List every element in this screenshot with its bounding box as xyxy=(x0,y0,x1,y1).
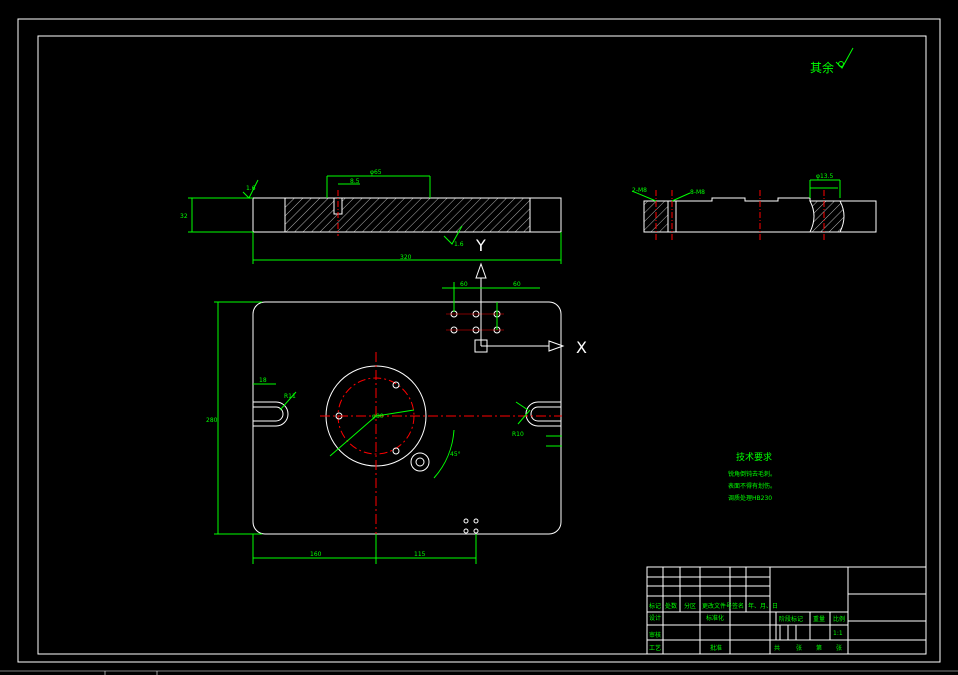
dim-width: φ65 xyxy=(370,169,382,176)
roughness-note-text: 其余 xyxy=(810,60,834,75)
tb-label-stage: 阶段标记 xyxy=(779,615,803,623)
outer-border xyxy=(17,18,941,663)
roughness-note: 其余 xyxy=(810,47,854,75)
side-label-right: φ13.5 xyxy=(816,173,834,180)
dim-slot: 8.5 xyxy=(350,178,360,185)
tb-footer-2: 第 xyxy=(816,644,822,652)
tech-line-1: 锐角倒钝去毛刺。 xyxy=(728,470,776,478)
arrow-right-icon xyxy=(548,340,565,352)
axis-y-label: Y xyxy=(475,236,486,255)
hole-group-top xyxy=(446,310,504,334)
tb-header-0: 标记 xyxy=(649,602,661,610)
tb-label-process: 工艺 xyxy=(649,644,661,652)
tb-header-3: 更改文件号 xyxy=(702,602,732,610)
front-roughness-left: 1.6 xyxy=(246,185,256,192)
front-view-hatch xyxy=(285,198,530,232)
tb-label-design: 设计 xyxy=(649,614,661,622)
dim-bottom-left: 160 xyxy=(310,551,322,558)
side-outline xyxy=(643,197,877,233)
tb-footer-3: 张 xyxy=(836,644,842,652)
tb-label-scale: 比例 xyxy=(833,615,845,623)
tb-header-5: 年、月、日 xyxy=(748,602,778,610)
dim-holes-top: 60 xyxy=(460,281,468,288)
tech-line-2: 表面不得有划伤。 xyxy=(728,482,776,490)
tech-line-3: 调质处理HB230 xyxy=(728,494,772,502)
dim-length: 320 xyxy=(400,254,412,261)
dim-holes-right: 60 xyxy=(513,281,521,288)
hole-group-bottom xyxy=(463,518,479,534)
dim-center-bore: φ80 xyxy=(372,413,384,420)
dim-left-slot: 18 xyxy=(259,377,267,384)
left-u-slot xyxy=(253,401,289,427)
side-label-mid: 8-M8 xyxy=(690,189,705,196)
tb-label-weight: 重量 xyxy=(813,615,825,623)
title-block-text: 标记 处数 分区 更改文件号 签名 年、月、日 设计 标准化 审核 工艺 批准 … xyxy=(649,602,845,652)
tb-header-1: 处数 xyxy=(665,602,677,610)
title-block xyxy=(646,566,927,655)
dim-bottom-right: 115 xyxy=(414,551,426,558)
side-label-left: 2-M8 xyxy=(632,187,647,194)
axis-x-label: X xyxy=(576,338,587,357)
dim-r-left: R11 xyxy=(284,393,296,400)
tb-header-2: 分区 xyxy=(684,602,696,610)
dim-angle: 45° xyxy=(450,451,461,458)
plan-outline xyxy=(252,301,562,535)
front-view: φ65 8.5 32 320 1.6 1.6 Y xyxy=(180,169,562,264)
dim-height: 32 xyxy=(180,213,188,220)
front-roughness: 1.6 xyxy=(454,241,464,248)
tech-title: 技术要求 xyxy=(736,451,772,463)
tech-requirements: 技术要求 锐角倒钝去毛刺。 表面不得有划伤。 调质处理HB230 xyxy=(728,451,776,502)
tb-label-approve: 批准 xyxy=(710,644,722,652)
tb-label-std: 标准化 xyxy=(706,614,724,622)
tb-header-4: 签名 xyxy=(732,602,744,610)
tb-label-review: 审核 xyxy=(649,631,661,639)
plan-view: X 280 18 160 115 60 60 φ80 45° R11 R10 xyxy=(206,262,587,564)
inner-border xyxy=(37,35,927,655)
tb-footer-1: 张 xyxy=(796,644,802,652)
tb-scale-value: 1:1 xyxy=(833,630,843,637)
dim-r-right: R10 xyxy=(512,431,524,438)
arrow-up-icon xyxy=(475,262,487,279)
side-section-right xyxy=(809,200,845,233)
dim-overall-height: 280 xyxy=(206,417,218,424)
small-hole xyxy=(410,452,430,472)
tb-footer-0: 共 xyxy=(774,644,780,652)
side-view: 2-M8 8-M8 φ13.5 xyxy=(631,173,877,240)
